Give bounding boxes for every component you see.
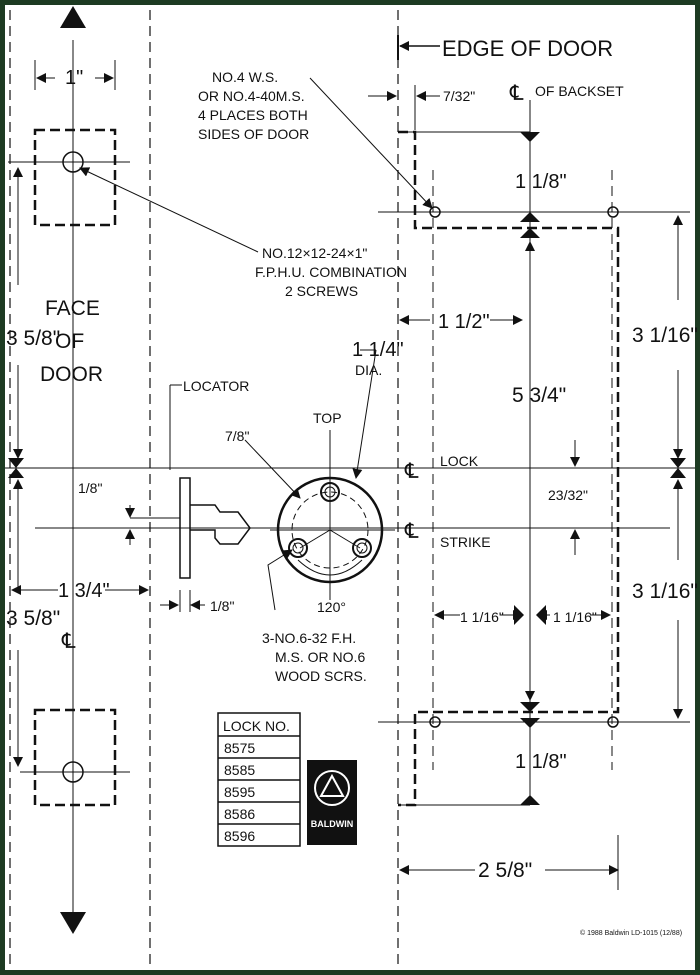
dim-1-1-8-top: 1 1/8" [515,171,567,193]
svg-text:NO.4 W.S.: NO.4 W.S. [212,69,278,85]
note-ws: NO.4 W.S. OR NO.4-40M.S. 4 PLACES BOTH S… [198,69,309,142]
svg-text:OR NO.4-40M.S.: OR NO.4-40M.S. [198,88,305,104]
note-screws: 3-NO.6-32 F.H. M.S. OR NO.6 WOOD SCRS. [262,630,367,684]
svg-text:4 PLACES BOTH: 4 PLACES BOTH [198,107,308,123]
lock-number-table [217,712,301,847]
dim-1-1-16-a: 1 1/16" [460,609,504,625]
face-label-1: FACE [45,297,100,320]
note-combination: NO.12×12-24×1" F.P.H.U. COMBINATION 2 SC… [255,245,407,299]
edge-cutout [398,130,620,807]
dia-label: DIA. [355,362,382,378]
angle-label: 120° [317,599,346,615]
face-centerline-symbol: ℄ [61,630,76,653]
lock-table-row: 8586 [224,806,255,822]
centerline-symbol: ℄ [509,82,524,105]
face-cutout-top [33,128,117,227]
locator-label: LOCATOR [183,378,249,394]
dim-7-32: 7/32" [443,88,475,104]
dim-1-3-4: 1 3/4" [58,580,110,602]
lock-table-header: LOCK NO. [223,718,290,734]
dim-5-3-4: 5 3/4" [512,384,566,407]
face-label-2: OF [55,330,84,353]
dim-one-inch: 1" [65,67,83,89]
lock-table-row: 8575 [224,740,255,756]
face-label-3: DOOR [40,363,103,386]
footer-copyright: © 1988 Baldwin LD-1015 (12/88) [580,929,682,937]
svg-text:WOOD SCRS.: WOOD SCRS. [275,668,367,684]
dim-3-1-16-bottom: 3 1/16" [632,580,698,603]
face-cutout-bottom [33,708,117,807]
page-title: EDGE OF DOOR [442,36,613,61]
backset-label: OF BACKSET [535,83,624,99]
svg-text:NO.12×12-24×1": NO.12×12-24×1" [262,245,367,261]
dim-1-8-small: 1/8" [210,598,234,614]
lock-centerline-symbol: ℄ [404,460,419,483]
dim-7-8-dia: 7/8" [225,428,249,444]
dim-1-1-2: 1 1/2" [438,311,490,333]
dim-3-1-16-top: 3 1/16" [632,324,698,347]
svg-text:3-NO.6-32 F.H.: 3-NO.6-32 F.H. [262,630,356,646]
dim-1-1-8-bottom: 1 1/8" [515,751,567,773]
strike-label: STRIKE [440,534,491,550]
lock-table-row: 8595 [224,784,255,800]
dim-3-5-8-top: 3 5/8" [6,327,60,350]
lock-table-row: 8596 [224,828,255,844]
lock-label: LOCK [440,453,479,469]
svg-text:M.S. OR NO.6: M.S. OR NO.6 [275,649,365,665]
svg-text:SIDES OF DOOR: SIDES OF DOOR [198,126,309,142]
svg-text:F.P.H.U. COMBINATION: F.P.H.U. COMBINATION [255,264,407,280]
top-label: TOP [313,410,342,426]
baldwin-logo: BALDWIN [307,760,357,845]
dim-1-8-dia: 1/8" [78,480,102,496]
svg-text:2 SCREWS: 2 SCREWS [285,283,358,299]
lock-table-row: 8585 [224,762,255,778]
strike-centerline-symbol: ℄ [404,520,419,543]
dim-23-32: 23/32" [548,487,588,503]
dim-2-5-8: 2 5/8" [478,859,532,882]
brand-label: BALDWIN [311,819,354,829]
dim-3-5-8-bottom: 3 5/8" [6,607,60,630]
dim-1-1-16-b: 1 1/16" [553,609,597,625]
locator-pin [190,504,251,545]
dim-1-1-4-dia: 1 1/4" [352,339,404,361]
